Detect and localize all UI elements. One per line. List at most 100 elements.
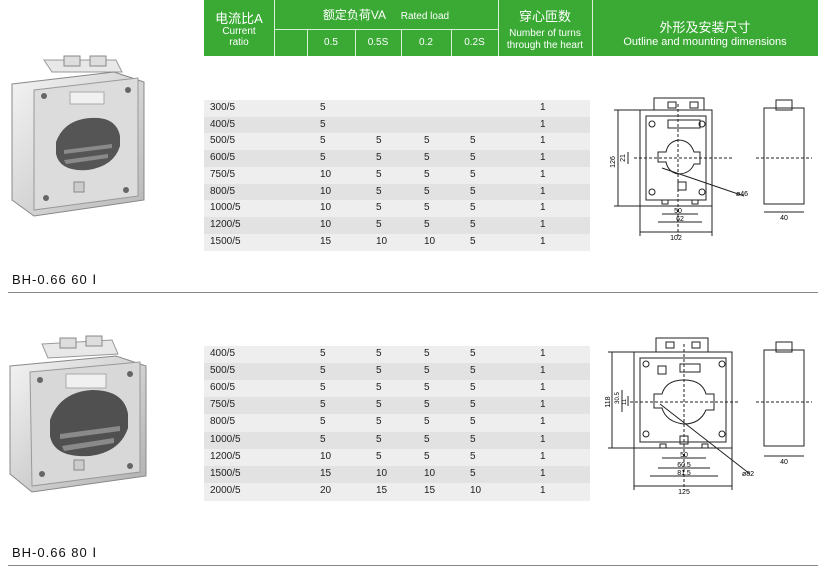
header-turns-cell: 穿心匝数 Number of turns through the heart (498, 0, 592, 56)
cell-ratio: 1500/5 (210, 467, 241, 479)
cell-load: 15 (376, 484, 388, 496)
header-divider (401, 30, 402, 56)
table-row: 400/5 5 1 (204, 116, 590, 134)
model-label-60: BH-0.66 60 Ⅰ (12, 272, 98, 287)
cell-load: 5 (320, 365, 326, 377)
cell-load: 5 (376, 433, 382, 445)
cell-load: 5 (320, 152, 326, 164)
dim-label-height: 118 (605, 396, 612, 407)
cell-load: 15 (424, 484, 436, 496)
cell-load: 5 (424, 433, 430, 445)
cell-load: 10 (320, 450, 332, 462)
header-dim-cell: 外形及安装尺寸 Outline and mounting dimensions (592, 0, 818, 56)
cell-load: 5 (470, 185, 476, 197)
cell-load: 5 (470, 348, 476, 359)
cell-ratio: 2000/5 (210, 484, 241, 496)
header-load-cell: 额定负荷VA Rated load (274, 0, 498, 56)
dim-label-hole: ø46 (736, 191, 748, 198)
cell-load: 5 (470, 152, 476, 164)
cell-load: 10 (424, 467, 436, 479)
cell-load: 10 (320, 202, 332, 214)
header-divider (307, 30, 308, 56)
cell-ratio: 1200/5 (210, 450, 241, 462)
cell-load: 5 (424, 416, 430, 428)
dim-label-window: 21 (620, 154, 627, 162)
cell-ratio: 500/5 (210, 135, 236, 147)
cell-load: 10 (470, 484, 482, 496)
cell-ratio: 1000/5 (210, 433, 241, 445)
cell-load: 5 (320, 118, 326, 130)
cell-turns: 1 (540, 218, 546, 230)
cell-load: 5 (470, 235, 476, 247)
cell-load: 10 (320, 168, 332, 180)
dim-label-d4: 125 (678, 489, 690, 496)
cell-turns: 1 (540, 467, 546, 479)
cell-ratio: 600/5 (210, 152, 236, 164)
cell-load: 5 (424, 168, 430, 180)
outline-drawing-80: 118 30.5 11 ø82 50 60.5 81.5 125 40 (605, 337, 812, 496)
cell-ratio: 500/5 (210, 365, 236, 377)
cell-load: 5 (470, 168, 476, 180)
cell-turns: 1 (540, 202, 546, 214)
cell-load: 5 (320, 102, 326, 113)
dim-label-depth: 40 (780, 215, 788, 222)
cell-load: 5 (376, 135, 382, 147)
cell-load: 5 (320, 416, 326, 428)
cell-ratio: 800/5 (210, 416, 236, 428)
cell-load: 5 (424, 450, 430, 462)
product-photo-80 (9, 335, 147, 493)
cell-load: 5 (376, 399, 382, 411)
cell-turns: 1 (540, 348, 546, 359)
cell-load: 5 (376, 185, 382, 197)
header-divider (498, 0, 499, 56)
dim-label-window1: 30.5 (615, 392, 621, 404)
cell-ratio: 1500/5 (210, 235, 241, 247)
cell-turns: 1 (540, 102, 546, 113)
header-ratio-en: Current ratio (222, 26, 256, 48)
section-divider (8, 565, 818, 566)
dim-label-d1: 50 (674, 208, 682, 215)
cell-load: 5 (470, 433, 476, 445)
cell-load: 15 (320, 467, 332, 479)
cell-turns: 1 (540, 484, 546, 496)
cell-load: 5 (320, 135, 326, 147)
cell-ratio: 1200/5 (210, 218, 241, 230)
cell-turns: 1 (540, 235, 546, 247)
cell-load: 5 (470, 467, 476, 479)
dim-label-d3: 102 (670, 235, 682, 242)
cell-ratio: 400/5 (210, 118, 236, 130)
cell-load: 5 (376, 365, 382, 377)
dim-label-window2: 11 (622, 398, 628, 405)
dim-label-d3: 81.5 (677, 470, 691, 477)
cell-load: 5 (376, 152, 382, 164)
cell-load: 5 (376, 416, 382, 428)
cell-load: 5 (424, 218, 430, 230)
cell-turns: 1 (540, 185, 546, 197)
cell-turns: 1 (540, 365, 546, 377)
table-header (204, 0, 818, 56)
cell-load: 5 (470, 416, 476, 428)
header-ratio-cell: 电流比A Current ratio (204, 0, 274, 56)
cell-turns: 1 (540, 433, 546, 445)
cell-turns: 1 (540, 118, 546, 130)
cell-load: 5 (376, 168, 382, 180)
cell-load: 5 (376, 348, 382, 359)
cell-ratio: 300/5 (210, 102, 236, 113)
cell-load: 5 (424, 399, 430, 411)
cell-turns: 1 (540, 399, 546, 411)
model-label-80: BH-0.66 80 Ⅰ (12, 545, 98, 560)
header-dim-en: Outline and mounting dimensions (623, 36, 787, 48)
cell-load: 5 (376, 450, 382, 462)
cell-ratio: 400/5 (210, 348, 236, 359)
cell-turns: 1 (540, 416, 546, 428)
dim-label-hole: ø82 (742, 471, 754, 478)
cell-load: 5 (424, 152, 430, 164)
dim-label-height: 126 (610, 156, 617, 168)
